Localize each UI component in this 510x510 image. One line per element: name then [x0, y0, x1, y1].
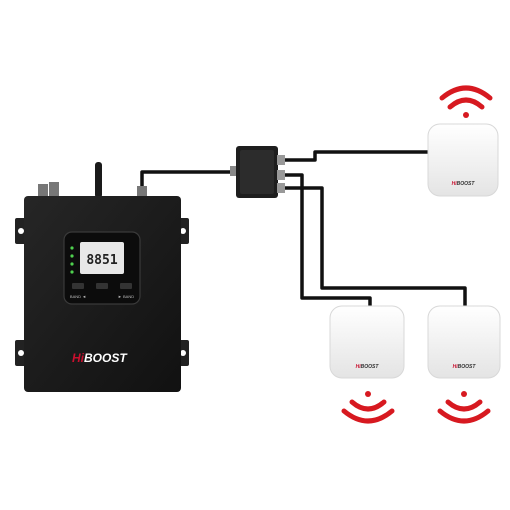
splitter-icon: [230, 146, 285, 198]
band-right-button[interactable]: [120, 283, 132, 289]
cable-splitter-to-bottom-left-antenna: [282, 173, 372, 306]
wifi-signal-icon: [341, 391, 395, 424]
menu-button[interactable]: [96, 283, 108, 289]
band-left-label: BAND ◄: [70, 294, 86, 299]
booster-brand-suffix: BOOST: [84, 351, 128, 365]
cable-splitter-to-bottom-right-antenna: [282, 186, 467, 306]
antenna-brand-logo: HiBOOST: [356, 364, 380, 370]
cables: [140, 150, 467, 306]
booster-antenna-stub: [95, 162, 102, 198]
booster-lcd-readout: 8851: [86, 253, 117, 268]
band-right-label: ► BAND: [118, 294, 134, 299]
cable-splitter-to-top-antenna: [282, 150, 430, 162]
antenna-top-right: HiBOOST: [427, 85, 499, 197]
antenna-icon: [427, 305, 501, 379]
antenna-bottom-right: HiBOOST: [427, 305, 501, 424]
band-left-button[interactable]: [72, 283, 84, 289]
booster-lcd: [80, 242, 124, 274]
antenna-brand-logo: HiBOOST: [453, 364, 477, 370]
cable-booster-to-splitter: [140, 170, 235, 192]
wifi-signal-icon: [437, 391, 491, 424]
antenna-icon: [329, 305, 405, 379]
booster-brand-prefix: Hi: [72, 351, 85, 365]
antenna-brand-logo: HiBOOST: [452, 181, 476, 187]
signal-booster-icon: 8851 BAND ◄ ► BAND HiBOOST: [15, 162, 189, 392]
antenna-icon: [427, 123, 499, 197]
wifi-signal-icon: [439, 85, 493, 118]
booster-brand-logo: HiBOOST: [72, 351, 128, 365]
antenna-bottom-left: HiBOOST: [329, 305, 405, 424]
